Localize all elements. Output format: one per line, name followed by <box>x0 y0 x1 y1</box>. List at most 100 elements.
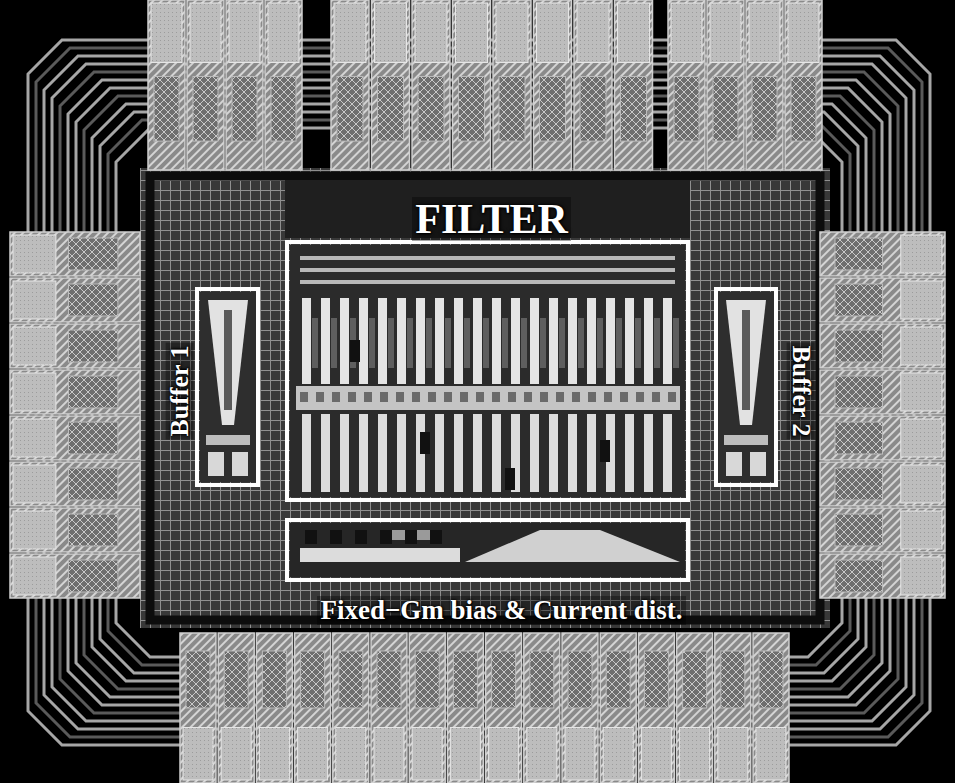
pad-circuit <box>493 0 531 170</box>
filter-cap-top <box>378 298 387 384</box>
filter-device <box>597 318 603 368</box>
filter-via <box>588 392 596 402</box>
pad-circuit <box>10 370 140 414</box>
filter-cap-top <box>321 298 330 384</box>
pad-metal <box>749 3 780 63</box>
bond-pad <box>820 232 945 276</box>
filter-via <box>508 392 516 402</box>
pad-circuit <box>820 278 945 322</box>
filter-cap-top <box>606 298 615 384</box>
bond-pad <box>534 0 572 170</box>
pad-esd <box>69 376 118 408</box>
pad-circuit <box>820 324 945 368</box>
bias-device <box>380 530 392 544</box>
bias-block: Fixed−Gm bias & Current dist. <box>285 518 690 582</box>
pad-circuit <box>562 633 598 783</box>
bias-device <box>430 530 442 544</box>
pad-esd <box>301 651 325 708</box>
bond-pad <box>453 0 491 170</box>
filter-via <box>652 392 660 402</box>
pad-esd <box>791 77 816 142</box>
pad-circuit <box>265 0 302 170</box>
filter-via <box>556 392 564 402</box>
buffer-circuit <box>718 292 774 482</box>
pad-circuit <box>524 633 560 783</box>
pad-esd <box>193 77 218 142</box>
filter-cap-bottom <box>492 414 501 492</box>
bond-pad <box>10 508 140 552</box>
pad-circuit <box>10 554 140 598</box>
filter-cap-bottom <box>435 414 444 492</box>
bond-pad <box>218 633 254 783</box>
filter-cap-top <box>492 298 501 384</box>
pad-metal <box>756 728 786 781</box>
pad-metal <box>13 281 56 319</box>
pad-esd <box>69 514 118 546</box>
filter-block <box>600 440 610 462</box>
filter-device <box>312 318 318 368</box>
bond-pad <box>668 0 705 170</box>
filter-via <box>668 392 676 402</box>
pad-esd <box>459 77 485 142</box>
bond-pad <box>820 416 945 460</box>
pad-metal <box>151 3 182 63</box>
filter-cap-bottom <box>378 414 387 492</box>
filter-via <box>300 392 308 402</box>
pad-metal <box>336 728 366 781</box>
seal-ring-line <box>116 128 842 657</box>
pad-esd <box>69 422 118 454</box>
filter-cap-top <box>625 298 634 384</box>
pad-esd <box>568 651 592 708</box>
pad-metal <box>718 728 748 781</box>
pad-esd <box>835 330 883 362</box>
bond-pad <box>148 0 185 170</box>
filter-device <box>483 318 489 368</box>
pad-metal <box>618 3 650 63</box>
pad-esd <box>186 651 210 708</box>
pad-esd <box>835 376 883 408</box>
bond-pad <box>331 0 369 170</box>
filter-cap-bottom <box>397 414 406 492</box>
pad-metal <box>259 728 289 781</box>
filter-cap-bottom <box>473 414 482 492</box>
bond-pad <box>785 0 822 170</box>
pad-metal <box>710 3 741 63</box>
filter-cap-top <box>340 298 349 384</box>
pad-metal <box>334 3 366 63</box>
pad-circuit <box>372 0 410 170</box>
buffer-core <box>742 310 750 410</box>
pad-circuit <box>534 0 572 170</box>
core-mesh <box>140 168 830 628</box>
bond-pad <box>295 633 331 783</box>
pad-metal <box>901 511 942 549</box>
pad-metal <box>565 728 595 781</box>
filter-cap-top <box>568 298 577 384</box>
filter-cap-top <box>435 298 444 384</box>
filter-cap-bottom <box>454 414 463 492</box>
pad-metal <box>13 373 56 411</box>
filter-via <box>332 392 340 402</box>
buffer-out-b <box>750 452 766 476</box>
pad-circuit <box>10 462 140 506</box>
bond-pad <box>820 508 945 552</box>
pad-esd <box>69 560 118 592</box>
pad-esd <box>271 77 296 142</box>
pad-metal <box>577 3 609 63</box>
filter-cap-bottom <box>625 414 634 492</box>
pad-circuit <box>820 462 945 506</box>
pad-metal <box>298 728 328 781</box>
buffer-bias <box>724 435 768 445</box>
bond-pad <box>820 554 945 598</box>
filter-via <box>620 392 628 402</box>
pad-esd <box>580 77 606 142</box>
seal-ring-line <box>108 120 850 665</box>
pad-esd <box>721 651 745 708</box>
pad-circuit <box>256 633 292 783</box>
bond-pad <box>226 0 263 170</box>
pad-esd <box>69 330 118 362</box>
pad-metal <box>496 3 528 63</box>
pad-esd <box>759 651 783 708</box>
pad-esd <box>644 651 668 708</box>
pad-metal <box>901 419 942 457</box>
